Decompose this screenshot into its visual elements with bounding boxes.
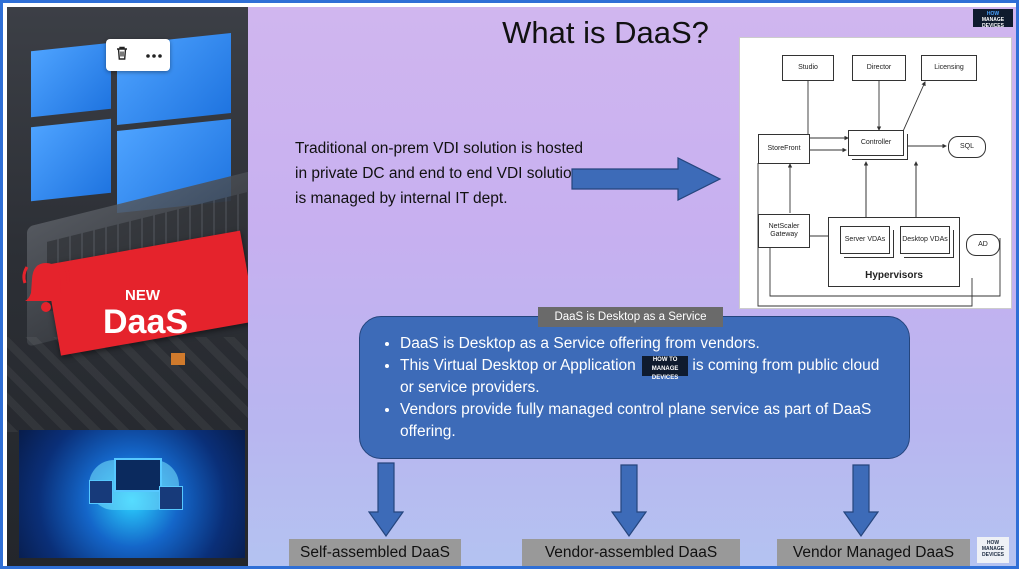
- tech-doodles: [7, 337, 248, 432]
- diagram-server-vdas: Server VDAs: [840, 226, 890, 254]
- server-cube: [89, 480, 113, 504]
- diagram-netscaler-gateway: NetScaler Gateway: [758, 214, 810, 248]
- windows-logo-tile-1: [31, 42, 111, 118]
- brand-logo-top: HOW: [986, 11, 1000, 17]
- diagram-ad: AD: [966, 234, 1000, 256]
- down-arrow-icon-3: [843, 464, 879, 538]
- brand-logo-bottom: MANAGE DEVICES: [981, 17, 1005, 29]
- right-arrow-icon: [571, 157, 722, 201]
- citrix-architecture-diagram: Studio Director Licensing StoreFront Con…: [739, 37, 1012, 309]
- slide-title: What is DaaS?: [502, 15, 709, 50]
- inline-logo-top: HOW TO: [652, 356, 678, 363]
- daas-callout-box: DaaS is Desktop as a Service offering fr…: [359, 316, 910, 459]
- callout-tag: DaaS is Desktop as a Service: [538, 307, 723, 327]
- brand-logo: HOW MANAGE DEVICES: [973, 9, 1013, 29]
- more-options-icon[interactable]: [145, 46, 163, 64]
- down-arrow-icon-2: [611, 464, 647, 538]
- vendor-assembled-daas-box: Vendor-assembled DaaS: [522, 539, 740, 566]
- diagram-connectors: [757, 80, 1001, 307]
- diagram-storefront: StoreFront: [758, 134, 810, 164]
- laptop-silhouette: [114, 458, 162, 492]
- mini-brand-logo: [171, 353, 185, 365]
- diagram-hypervisors-label: Hypervisors: [865, 270, 923, 281]
- small-logo-top: HOW: [986, 540, 1000, 546]
- slide-canvas: What is DaaS? HOW MANAGE DEVICES Traditi…: [248, 7, 1016, 566]
- small-brand-logo: HOW MANAGE DEVICES: [977, 537, 1009, 563]
- small-logo-bottom: MANAGE DEVICES: [981, 546, 1005, 558]
- down-arrow-icon-1: [368, 462, 404, 538]
- left-thumbnail-panel: NEW DaaS: [7, 7, 248, 566]
- inline-brand-logo: HOW TO MANAGE DEVICES: [642, 355, 689, 381]
- cloud-computing-image: [19, 430, 245, 558]
- bullet-item-text-a: This Virtual Desktop or Application: [400, 357, 636, 374]
- bullet-item-text-b: is coming from public cloud or service p…: [400, 357, 880, 396]
- daas-bullet-list: DaaS is Desktop as a Service offering fr…: [372, 333, 891, 443]
- diagram-licensing: Licensing: [921, 55, 977, 81]
- bell-icon: [22, 263, 70, 312]
- bullet-item: Vendors provide fully managed control pl…: [400, 399, 891, 443]
- daas-label: DaaS: [103, 303, 189, 341]
- diagram-studio: Studio: [782, 55, 834, 81]
- vendor-managed-daas-box: Vendor Managed DaaS: [777, 539, 970, 566]
- diagram-sql: SQL: [948, 136, 986, 158]
- diagram-director: Director: [852, 55, 906, 81]
- inline-logo-bottom: MANAGE DEVICES: [651, 365, 679, 381]
- bullet-item: DaaS is Desktop as a Service offering fr…: [400, 333, 891, 355]
- new-label: NEW: [125, 287, 160, 304]
- bullet-item: This Virtual Desktop or Application HOW …: [400, 355, 891, 399]
- intro-text: Traditional on-prem VDI solution is host…: [295, 140, 584, 207]
- trash-icon[interactable]: [114, 45, 130, 66]
- self-assembled-daas-box: Self-assembled DaaS: [289, 539, 461, 566]
- image-toolbar: [106, 39, 170, 71]
- diagram-controller: Controller: [848, 130, 904, 156]
- diagram-desktop-vdas: Desktop VDAs: [900, 226, 950, 254]
- windows-logo-tile-3: [31, 118, 111, 202]
- server-cube-2: [159, 486, 183, 510]
